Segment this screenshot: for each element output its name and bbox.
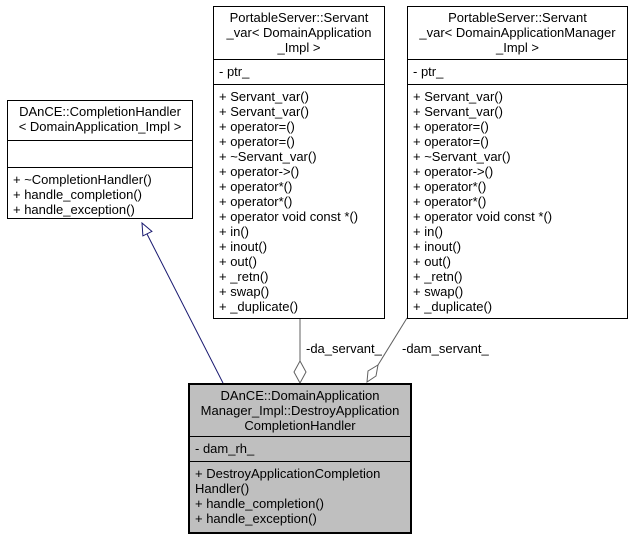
method-item: + inout() xyxy=(219,239,268,254)
method-item: + operator->() xyxy=(219,164,300,179)
method-item: + DestroyApplicationCompletion xyxy=(195,466,381,481)
class-methods: + Servant_var()+ Servant_var()+ operator… xyxy=(214,84,384,314)
method-item: + _retn() xyxy=(413,269,463,284)
method-item: + Servant_var() xyxy=(219,89,309,104)
method-item: + out() xyxy=(413,254,451,269)
class-attributes: - dam_rh_ xyxy=(190,436,410,461)
method-item: + operator void const *() xyxy=(413,209,553,224)
class-box-completion-handler[interactable]: DAnCE::CompletionHandler< DomainApplicat… xyxy=(7,100,193,219)
method-item: + operator->() xyxy=(413,164,494,179)
class-title-line: Manager_Impl::DestroyApplication xyxy=(200,403,400,418)
method-item: + operator=() xyxy=(219,134,295,149)
class-title-line: CompletionHandler xyxy=(244,418,356,433)
class-title-line: _var< DomainApplication xyxy=(226,25,372,40)
method-item: + out() xyxy=(219,254,257,269)
class-title-line: _Impl > xyxy=(277,40,321,55)
class-title-line: PortableServer::Servant xyxy=(448,10,587,25)
method-item: + operator void const *() xyxy=(219,209,359,224)
method-item: + Servant_var() xyxy=(413,89,503,104)
method-item: + handle_exception() xyxy=(195,511,317,526)
class-attributes: - ptr_ xyxy=(214,59,384,84)
class-title-line: DAnCE::DomainApplication xyxy=(220,388,380,403)
method-item: + operator=() xyxy=(219,119,295,134)
method-item: + operator*() xyxy=(219,194,293,209)
class-title-line: PortableServer::Servant xyxy=(229,10,369,25)
method-item: + _duplicate() xyxy=(219,299,299,314)
method-item: + handle_completion() xyxy=(195,496,324,511)
class-box-servant-var-domain-application-manager[interactable]: PortableServer::Servant_var< DomainAppli… xyxy=(407,6,628,319)
method-item: + handle_exception() xyxy=(13,202,135,217)
edge-label-da-servant: -da_servant_ xyxy=(306,341,382,356)
method-item: + inout() xyxy=(413,239,462,254)
method-item: Handler() xyxy=(195,481,250,496)
class-title: PortableServer::Servant_var< DomainAppli… xyxy=(214,7,384,59)
method-item: + operator*() xyxy=(413,194,487,209)
method-item: + handle_completion() xyxy=(13,187,142,202)
class-title-line: _var< DomainApplicationManager xyxy=(419,25,616,40)
method-item: + swap() xyxy=(219,284,270,299)
class-title: DAnCE::CompletionHandler< DomainApplicat… xyxy=(8,101,192,140)
method-item: + operator=() xyxy=(413,134,489,149)
class-box-servant-var-domain-application[interactable]: PortableServer::Servant_var< DomainAppli… xyxy=(213,6,385,319)
class-title-line: DAnCE::CompletionHandler xyxy=(19,104,181,119)
method-item: + ~Servant_var() xyxy=(219,149,317,164)
method-item: + Servant_var() xyxy=(219,104,309,119)
attribute-item: - dam_rh_ xyxy=(195,441,255,456)
attribute-item: - ptr_ xyxy=(413,64,444,79)
class-title-line: < DomainApplication_Impl > xyxy=(18,119,182,134)
method-item: + _retn() xyxy=(219,269,269,284)
method-item: + in() xyxy=(413,224,443,239)
method-item: + in() xyxy=(219,224,249,239)
class-title-line: _Impl > xyxy=(496,40,539,55)
method-item: + operator*() xyxy=(413,179,487,194)
method-item: + ~Servant_var() xyxy=(413,149,511,164)
method-item: + operator=() xyxy=(413,119,489,134)
open-diamond-icon xyxy=(293,359,307,385)
inheritance-edge xyxy=(146,233,224,384)
class-attributes xyxy=(8,140,192,167)
edge-label-dam-servant: -dam_servant_ xyxy=(402,341,489,356)
method-item: + operator*() xyxy=(219,179,293,194)
method-item: + Servant_var() xyxy=(413,104,503,119)
method-item: + swap() xyxy=(413,284,464,299)
open-diamond-icon xyxy=(366,364,379,383)
attribute-item: - ptr_ xyxy=(219,64,250,79)
class-methods: + ~CompletionHandler()+ handle_completio… xyxy=(8,167,192,217)
method-item: + ~CompletionHandler() xyxy=(13,172,152,187)
class-attributes: - ptr_ xyxy=(408,59,627,84)
method-item: + _duplicate() xyxy=(413,299,493,314)
class-title: PortableServer::Servant_var< DomainAppli… xyxy=(408,7,627,59)
class-methods: + Servant_var()+ Servant_var()+ operator… xyxy=(408,84,627,314)
inheritance-arrowhead-icon xyxy=(141,221,153,237)
